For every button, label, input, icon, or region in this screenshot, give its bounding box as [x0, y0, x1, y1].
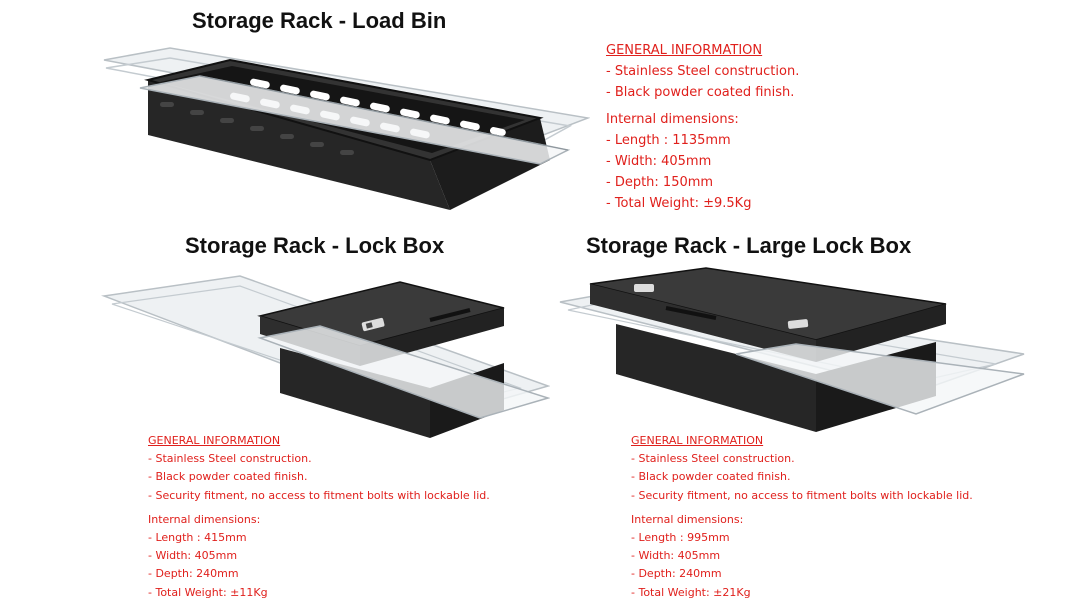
load-bin-feature: - Stainless Steel construction. [606, 64, 800, 79]
lock-box-feature: - Stainless Steel construction. [148, 452, 312, 466]
load-bin-info: GENERAL INFORMATION - Stainless Steel co… [606, 40, 799, 214]
large-lock-box-dimension: - Total Weight: ±21Kg [631, 585, 751, 599]
large-lock-box-dimension: - Depth: 240mm [631, 567, 722, 581]
large-lock-box-dimensions-heading: Internal dimensions: [631, 512, 744, 526]
load-bin-dimension: - Total Weight: ±9.5Kg [606, 196, 752, 211]
lock-box-dimension: - Width: 405mm [148, 549, 238, 563]
load-bin-dimension: - Depth: 150mm [606, 175, 714, 190]
load-bin-dimension: - Length : 1135mm [606, 133, 731, 148]
large-lock-box-feature: - Black powder coated finish. [631, 470, 791, 484]
large-lock-box-dimension: - Length : 995mm [631, 531, 730, 545]
lock-box-dimension: - Depth: 240mm [148, 567, 239, 581]
large-lock-box-dimension: - Width: 405mm [631, 549, 721, 563]
lock-box-image [100, 268, 550, 443]
load-bin-title: Storage Rack - Load Bin [192, 8, 447, 33]
lock-box-info: GENERAL INFORMATION - Stainless Steel co… [148, 432, 490, 602]
lock-box-dimension: - Length : 415mm [148, 531, 247, 545]
large-lock-box-info-heading: GENERAL INFORMATION [631, 434, 764, 447]
load-bin-info-heading: GENERAL INFORMATION [606, 43, 763, 58]
large-lock-box-image [556, 264, 1026, 444]
lock-box-info-heading: GENERAL INFORMATION [148, 434, 281, 447]
lock-box-feature: - Security fitment, no access to fitment… [148, 488, 490, 502]
large-lock-box-feature: - Stainless Steel construction. [631, 452, 795, 466]
lock-box-title: Storage Rack - Lock Box [185, 233, 445, 258]
load-bin-dimensions-heading: Internal dimensions: [606, 112, 739, 127]
large-lock-box-info: GENERAL INFORMATION - Stainless Steel co… [631, 432, 973, 602]
large-lock-box-feature: - Security fitment, no access to fitment… [631, 488, 973, 502]
large-lock-box-title: Storage Rack - Large Lock Box [586, 233, 912, 258]
lock-box-feature: - Black powder coated finish. [148, 470, 308, 484]
load-bin-feature: - Black powder coated finish. [606, 85, 795, 100]
load-bin-dimension: - Width: 405mm [606, 154, 712, 169]
lock-box-dimensions-heading: Internal dimensions: [148, 512, 261, 526]
load-bin-image [100, 40, 590, 215]
lock-box-dimension: - Total Weight: ±11Kg [148, 585, 268, 599]
